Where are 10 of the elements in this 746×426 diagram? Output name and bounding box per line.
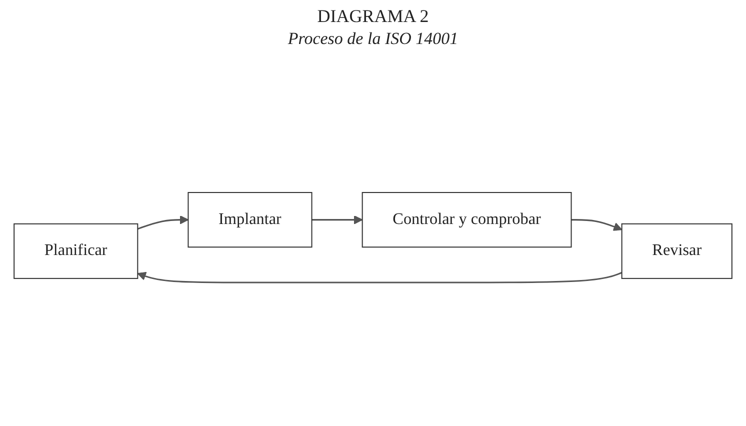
arrow xyxy=(137,215,189,230)
node-box: Revisar xyxy=(621,223,732,279)
arrow xyxy=(312,215,363,224)
node-box: Controlar y comprobar xyxy=(362,192,572,248)
diagram-title: DIAGRAMA 2 xyxy=(317,6,429,27)
arrow xyxy=(137,272,622,284)
diagram-subtitle: Proceso de la ISO 14001 xyxy=(288,29,458,49)
arrow xyxy=(571,219,622,231)
node-box: Planificar xyxy=(14,223,138,279)
node-box: Implantar xyxy=(188,192,312,248)
